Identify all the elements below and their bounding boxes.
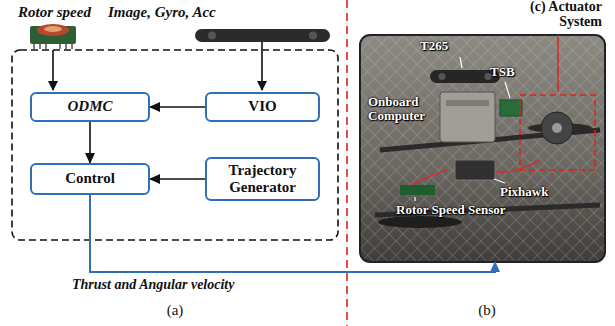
photo [528,123,592,133]
photo [360,35,605,262]
separator-line [346,0,348,326]
part-label: Rotor Speed Sensor [396,203,506,217]
connector-arrow [89,122,91,163]
photo [440,92,495,142]
process-box: ODMC [30,92,150,122]
leader-lines [460,57,462,68]
t265-camera [309,32,317,40]
photo [455,160,495,180]
box-label: ODMC [67,98,112,115]
part-label: Pixhawk [500,185,548,199]
input-label: Image, Gyro, Acc [108,4,278,21]
edge-label: Thrust and Angular velocity [70,277,236,293]
box-label: VIO [248,98,276,115]
photo [500,100,522,116]
leader-lines [505,82,510,98]
part-label: T265 [420,39,448,53]
photo-frame [360,35,605,262]
photo [360,35,605,262]
connector-arrow [150,106,205,108]
photo-panel: T265TSB Onboard ComputerPixhawkRotor Spee… [360,35,605,262]
connector-arrow [150,178,205,180]
photo [360,35,605,262]
t265-camera [195,29,330,42]
callout-label: (c) Actuator System [490,0,602,29]
leader-lines [414,197,415,201]
box-label: Trajectory Generator [213,162,312,197]
rotor-speed-chip [37,24,69,36]
rotor-speed-chip [30,24,76,49]
part-label: Onboard Computer [368,95,436,124]
box-label: Control [65,170,115,187]
part-label: TSB [490,65,515,79]
process-box: VIO [205,92,320,122]
leader-lines [494,179,505,183]
leader-line [557,35,558,92]
photo [439,73,446,80]
input-label: Rotor speed [18,4,118,21]
photo [430,70,500,83]
photo [552,123,562,133]
actuator-highlight [520,95,595,170]
panel-label: (b) [462,302,512,319]
photo [400,185,435,195]
photo [378,216,462,228]
photo [541,112,573,144]
t265-camera [195,29,330,42]
process-box: Control [30,163,150,195]
panel-label: (a) [150,302,200,319]
process-box: Trajectory Generator [205,157,320,201]
dashed-group [12,50,338,240]
photo [446,100,489,106]
t265-camera [208,32,216,40]
rotor-speed-chip [44,26,62,32]
rotor-speed-chip [34,44,72,49]
input-arrow [52,50,54,90]
